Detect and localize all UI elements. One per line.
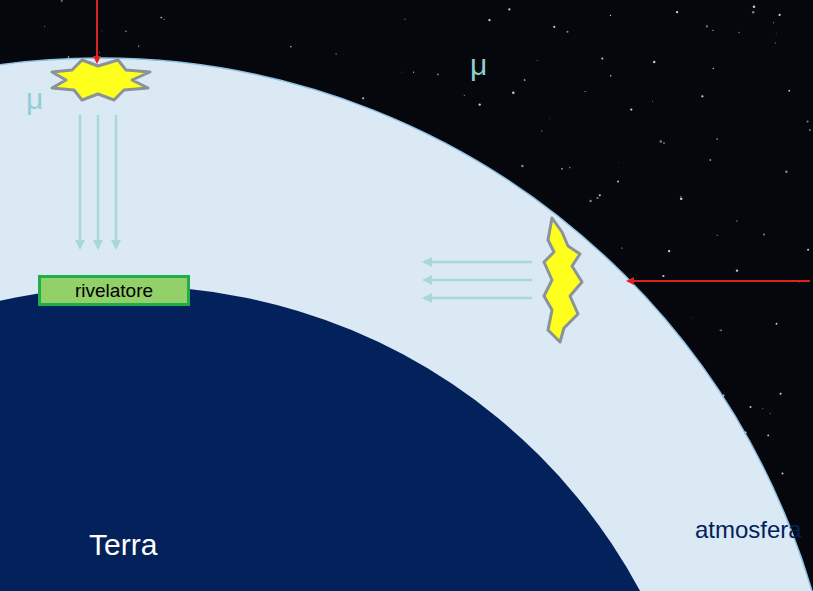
shower-flash <box>544 218 582 342</box>
muon-symbol: μ <box>26 82 43 116</box>
earth <box>0 286 709 591</box>
muon-arrows <box>424 262 532 298</box>
muon-arrows <box>80 115 116 248</box>
detector-box: rivelatore <box>38 275 190 306</box>
cosmic-ray-arrow <box>628 280 810 282</box>
atmosphere <box>0 58 813 591</box>
earth-label: Terra <box>89 528 157 562</box>
atmosphere-label: atmosfera <box>695 516 802 544</box>
muon-symbol: μ <box>470 48 487 82</box>
shower-flash <box>52 60 150 100</box>
detector-label: rivelatore <box>75 280 153 302</box>
cosmic-ray-arrow <box>96 0 98 62</box>
